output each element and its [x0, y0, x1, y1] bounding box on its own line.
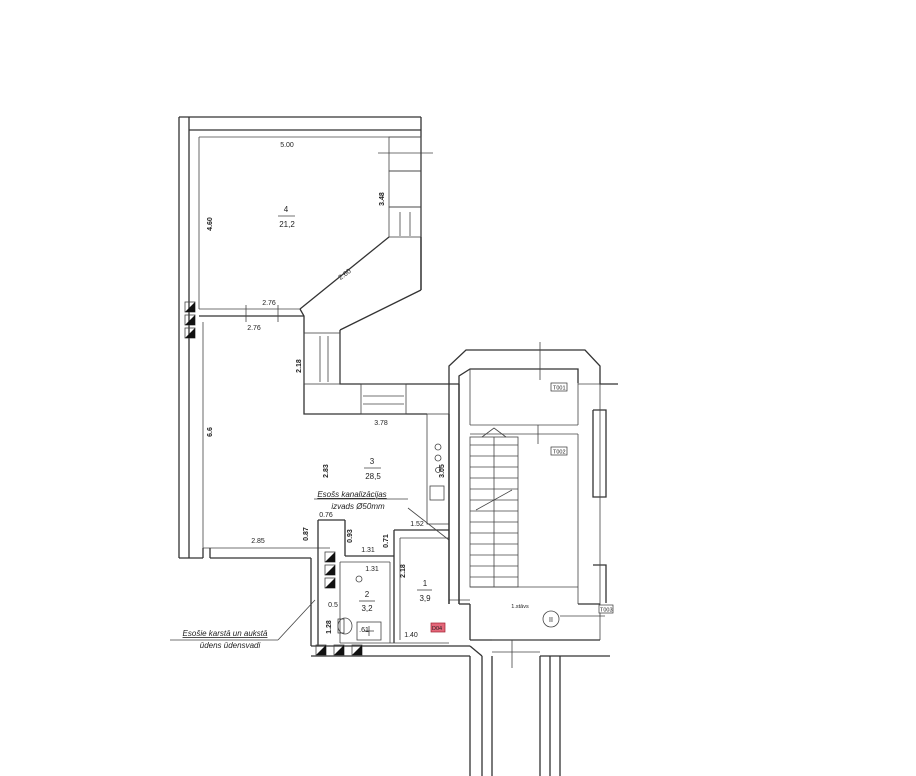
dim-2-85: 2.85 — [251, 538, 265, 545]
tag-t001: T001 — [550, 382, 568, 392]
dim-2-18-wc: 2.18 — [400, 564, 407, 578]
tag-d04-label: D04 — [432, 626, 442, 632]
dim-2-76-bottom: 2.76 — [247, 325, 261, 332]
water-note-line2: ūdens ūdensvadi — [200, 641, 261, 650]
dim-2-76-top: 2.76 — [262, 300, 276, 307]
dim-3-78: 3.78 — [374, 420, 388, 427]
dim-1-28: 1.28 — [326, 620, 333, 634]
bathroom-walls — [170, 498, 470, 657]
tag-t003-label: T003 — [600, 608, 613, 614]
dim-3-05: 3.05 — [439, 464, 446, 478]
dim-3-48: 3.48 — [379, 192, 386, 206]
dim-0-76: 0.76 — [319, 512, 333, 519]
dim-5-00: 5.00 — [280, 142, 294, 149]
dim-2-18-corridor: 2.18 — [296, 359, 303, 373]
dim-0-71: 0.71 — [383, 534, 390, 548]
outer-walls — [178, 116, 460, 604]
room-2-area: 3,2 — [361, 604, 373, 613]
dim-1-40: 1.40 — [404, 632, 418, 639]
stair-floor-label: 1.stāvs — [511, 604, 529, 610]
dim-6-6: 6.6 — [207, 427, 214, 437]
room-1-number: 1 — [423, 579, 428, 588]
dim-1-52: 1.52 — [410, 521, 424, 528]
dim-0-5: 0.5 — [328, 602, 338, 609]
dim-0-93: 0.93 — [347, 529, 354, 543]
sewer-note-line2: izvads Ø50mm — [331, 502, 385, 511]
water-note-line1: Esošie karstā un aukstā — [183, 629, 268, 638]
dim-4-60: 4.60 — [207, 217, 214, 231]
dim-1-31-top: 1.31 — [361, 547, 375, 554]
dim-0-87: 0.87 — [303, 527, 310, 541]
section-markers — [184, 301, 363, 656]
dim-0-61: .61 — [359, 627, 369, 634]
dim-2-83: 2.83 — [323, 464, 330, 478]
tag-t002-label: T002 — [553, 450, 566, 456]
room-2-number: 2 — [365, 590, 370, 599]
room-4-area: 21,2 — [279, 220, 295, 229]
tag-d04: D04 — [430, 622, 446, 633]
tag-t001-label: T001 — [553, 386, 566, 392]
dim-1-31-bottom: 1.31 — [365, 566, 379, 573]
tag-t002: T002 — [550, 446, 568, 456]
stair-symbol: II — [549, 617, 553, 624]
tag-t003: T003 — [598, 604, 614, 614]
room-3-area: 28,5 — [365, 472, 381, 481]
room-3-number: 3 — [370, 457, 375, 466]
room-1-area: 3,9 — [419, 594, 431, 603]
dim-2-60: 2.60 — [338, 268, 353, 282]
sewer-note-line1: Esošs kanalizācijas — [317, 490, 386, 499]
room-4-number: 4 — [284, 205, 289, 214]
stairwell — [448, 342, 618, 776]
